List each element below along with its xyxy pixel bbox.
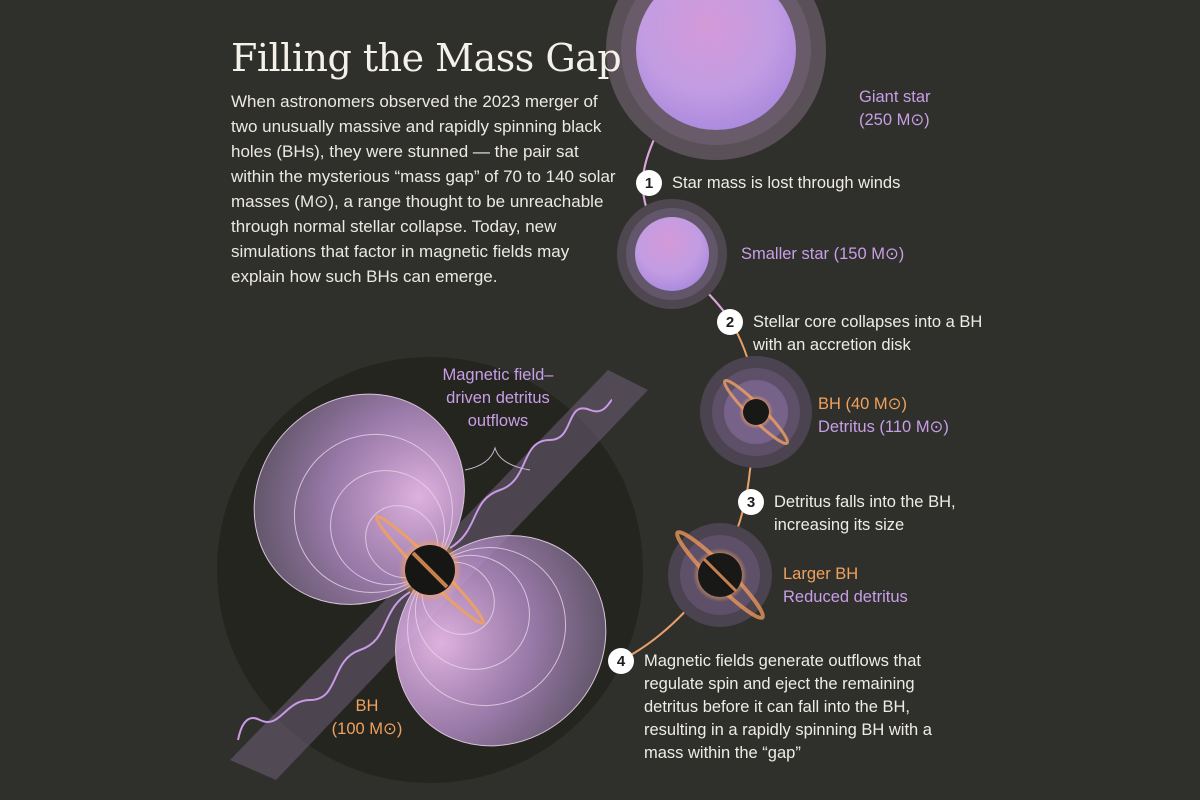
step-2: 2 Stellar core collapses into a BH with … xyxy=(717,309,988,357)
step-number-badge: 1 xyxy=(636,170,662,196)
step-text: Star mass is lost through winds xyxy=(672,174,901,192)
step-text: Stellar core collapses into a BH with an… xyxy=(753,313,983,354)
step-number-badge: 2 xyxy=(717,309,743,335)
reduced-detritus-label: Reduced detritus xyxy=(783,588,908,606)
bh-stage-2 xyxy=(700,356,812,468)
bh-stage-3 xyxy=(668,523,772,627)
smaller-star xyxy=(617,199,727,309)
giant-star-mass: (250 M⊙) xyxy=(859,111,930,129)
step-4: 4 Magnetic fields generate outflows that… xyxy=(608,648,964,765)
detritus-110-label: Detritus (110 M⊙) xyxy=(818,418,949,436)
intro-paragraph: When astronomers observed the 2023 merge… xyxy=(231,92,616,286)
stage2-labels: BH (40 M⊙) Detritus (110 M⊙) xyxy=(818,393,949,439)
stage3-labels: Larger BH Reduced detritus xyxy=(783,563,908,609)
step-1: 1 Star mass is lost through winds xyxy=(636,170,901,196)
smaller-star-label: Smaller star (150 M⊙) xyxy=(741,245,905,263)
giant-star xyxy=(606,0,826,160)
step-text: Magnetic fields generate outflows that r… xyxy=(644,652,932,762)
step-number-badge: 4 xyxy=(608,648,634,674)
step-3: 3 Detritus falls into the BH, increasing… xyxy=(738,489,974,537)
main-bh-diagram xyxy=(217,357,648,783)
main-bh-mass: (100 M⊙) xyxy=(331,720,403,738)
bh-40-label: BH (40 M⊙) xyxy=(818,395,908,413)
main-bh-label: BH (100 M⊙) xyxy=(322,695,412,741)
step-number-badge: 3 xyxy=(738,489,764,515)
step-text: Detritus falls into the BH, increasing i… xyxy=(774,493,956,534)
larger-bh-label: Larger BH xyxy=(783,565,859,583)
outflow-label: Magnetic field–driven detritus outflows xyxy=(442,366,554,430)
giant-star-name: Giant star xyxy=(859,88,931,106)
main-bh-name: BH xyxy=(355,697,379,715)
giant-star-label: Giant star (250 M⊙) xyxy=(859,86,931,132)
page-title: Filling the Mass Gap xyxy=(231,36,622,80)
